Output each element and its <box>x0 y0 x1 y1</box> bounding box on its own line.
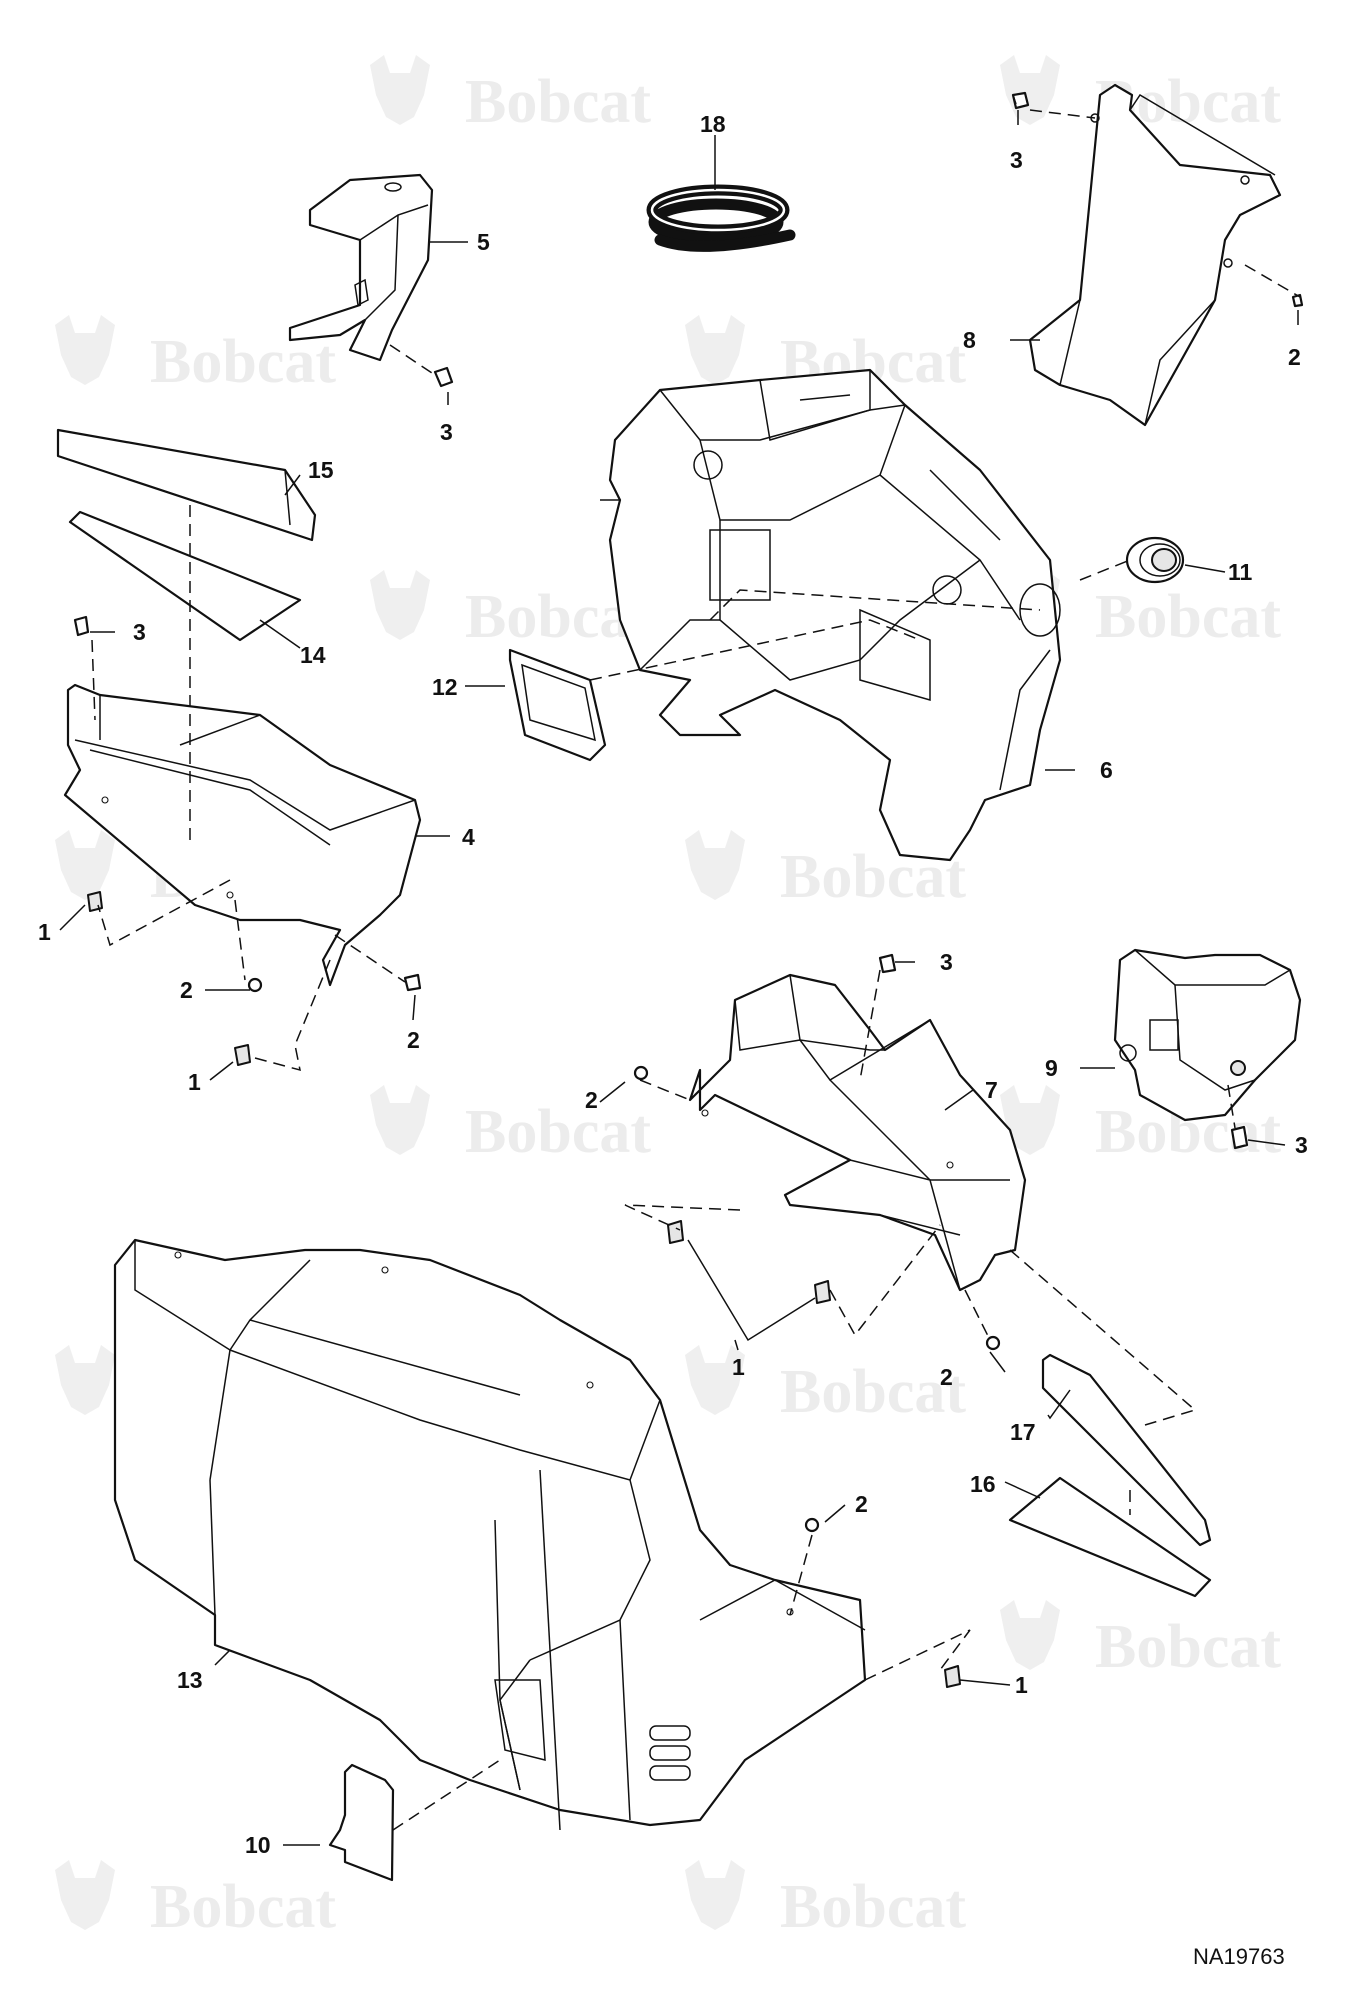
watermark-text: Bobcat <box>780 1358 966 1426</box>
callout-1: 1 <box>38 919 51 945</box>
screw-icon <box>878 953 897 974</box>
part-5-bracket <box>288 173 434 362</box>
callout-2: 2 <box>180 977 193 1003</box>
callout-3: 3 <box>1010 147 1023 173</box>
callout-2: 2 <box>940 1364 953 1390</box>
callout-6: 6 <box>1100 757 1113 783</box>
callout-13: 13 <box>177 1667 203 1693</box>
watermark: Bobcat <box>55 1860 336 1941</box>
part-18-hose-coil <box>646 184 796 252</box>
screw-icon <box>1011 91 1030 110</box>
clip-icon <box>944 1665 961 1688</box>
callout-15: 15 <box>308 457 334 483</box>
part-4-bracket <box>63 683 422 987</box>
callout-7: 7 <box>985 1077 998 1103</box>
screw-icon <box>403 973 422 992</box>
drawing-number: NA19763 <box>1193 1944 1285 1969</box>
watermark: Bobcat <box>370 1085 651 1166</box>
assembly-lines <box>91 109 1301 1831</box>
screw-icon <box>985 1335 1001 1351</box>
watermark: Bobcat <box>685 1860 966 1941</box>
part-9-bracket <box>1113 948 1302 1122</box>
part-14-plate <box>68 510 302 642</box>
screw-icon <box>804 1517 820 1533</box>
clip-icon <box>234 1044 251 1066</box>
callouts: 18 5 3 3 8 2 15 14 3 4 1 2 2 1 11 12 6 3… <box>38 111 1308 1858</box>
callout-8: 8 <box>963 327 976 353</box>
part-7-bracket <box>688 973 1027 1292</box>
watermark: Bobcat <box>685 1345 966 1426</box>
clip-icon <box>814 1280 831 1304</box>
watermark-text: Bobcat <box>1095 583 1281 651</box>
callout-11: 11 <box>1228 559 1253 585</box>
callout-1: 1 <box>188 1069 201 1095</box>
callout-2: 2 <box>855 1491 868 1517</box>
part-12-gasket <box>508 648 607 762</box>
callout-9: 9 <box>1045 1055 1058 1081</box>
clip-icon <box>87 891 103 912</box>
part-6-console-housing <box>600 368 1062 862</box>
callout-1: 1 <box>732 1354 745 1380</box>
clip-icon <box>667 1220 684 1244</box>
part-17-plate <box>1041 1353 1212 1547</box>
screw-icon <box>433 366 454 388</box>
callout-2: 2 <box>1288 344 1301 370</box>
callout-1: 1 <box>1015 1672 1028 1698</box>
part-10-clip <box>328 1763 395 1882</box>
watermark-text: Bobcat <box>465 68 651 136</box>
watermark: Bobcat <box>1000 570 1281 651</box>
watermark-text: Bobcat <box>1095 1613 1281 1681</box>
leader-lines <box>59 110 1299 1846</box>
watermark-text: Bobcat <box>780 1873 966 1941</box>
screw-icon <box>247 977 263 993</box>
callout-10: 10 <box>245 1832 271 1858</box>
part-15-plate <box>56 428 317 542</box>
callout-4: 4 <box>462 824 475 850</box>
callout-2: 2 <box>407 1027 420 1053</box>
callout-18: 18 <box>700 111 726 137</box>
watermark-text: Bobcat <box>465 1098 651 1166</box>
watermark-text: Bobcat <box>150 1873 336 1941</box>
fasteners <box>73 91 1304 1688</box>
callout-12: 12 <box>432 674 458 700</box>
part-16-plate <box>1008 1476 1212 1598</box>
part-13-cover <box>113 1238 867 1831</box>
part-8-panel <box>1028 83 1282 427</box>
callout-14: 14 <box>300 642 326 668</box>
callout-2: 2 <box>585 1087 598 1113</box>
watermark: Bobcat <box>1000 1600 1281 1681</box>
callout-3: 3 <box>440 419 453 445</box>
callout-3: 3 <box>133 619 146 645</box>
callout-3: 3 <box>940 949 953 975</box>
part-11-grommet <box>1125 536 1185 584</box>
callout-16: 16 <box>970 1471 996 1497</box>
callout-5: 5 <box>477 229 490 255</box>
callout-17: 17 <box>1010 1419 1036 1445</box>
watermark: Bobcat <box>370 570 651 651</box>
callout-3: 3 <box>1295 1132 1308 1158</box>
screw-icon <box>1291 293 1304 308</box>
screw-icon <box>633 1065 649 1081</box>
screw-icon <box>1230 1125 1249 1150</box>
screw-icon <box>73 615 90 637</box>
watermark: Bobcat <box>370 55 651 136</box>
